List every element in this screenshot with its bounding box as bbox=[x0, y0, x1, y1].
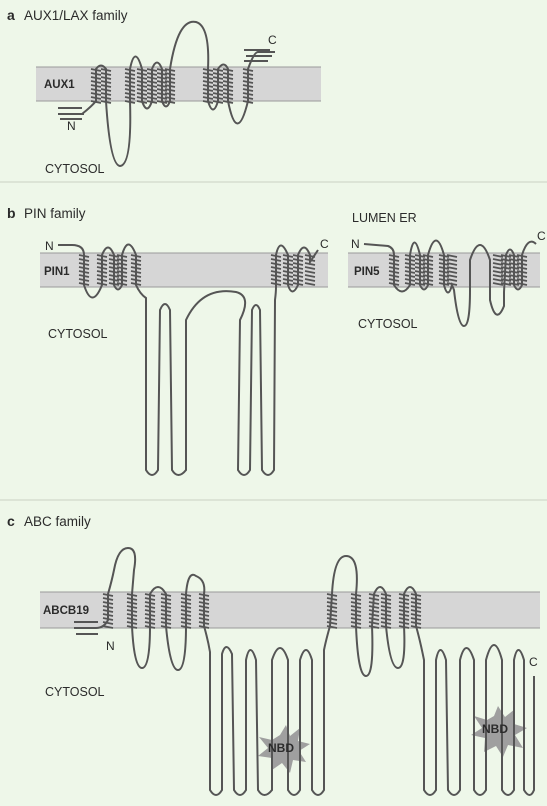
pin5-protein-label: PIN5 bbox=[354, 266, 380, 278]
abcb19-membrane bbox=[40, 592, 540, 628]
abcb19-tm-helix-3 bbox=[145, 594, 155, 628]
abcb19-c-terminus-label: C bbox=[529, 655, 538, 669]
abcb19-membrane-band bbox=[40, 592, 540, 628]
aux1-tm-helix-8 bbox=[203, 69, 213, 103]
aux1-tm-helix-4 bbox=[137, 69, 147, 103]
abcb19-tm-helix-12 bbox=[411, 594, 421, 628]
panel-a-letter: a bbox=[7, 7, 15, 23]
panel-a-title: AUX1/LAX family bbox=[24, 8, 128, 23]
abcb19-backbone bbox=[96, 548, 534, 795]
aux1-tm-helix-5 bbox=[147, 69, 157, 103]
aux1-tm-helix-2 bbox=[101, 69, 111, 103]
aux1-tm-helix-3 bbox=[125, 69, 135, 103]
panel-c-letter: c bbox=[7, 513, 15, 529]
abcb19-cytosol-label: CYTOSOL bbox=[45, 685, 105, 699]
panel-a: a AUX1/LAX family AUX1 N C CYTOSOL bbox=[7, 7, 321, 176]
abcb19-tm-helix-1 bbox=[103, 594, 113, 628]
nbd-label-2: NBD bbox=[482, 722, 508, 736]
aux1-tm-helix-9 bbox=[213, 69, 223, 103]
pin5-lumen-label: LUMEN ER bbox=[352, 211, 417, 225]
abcb19-tm-helix-8 bbox=[351, 594, 361, 628]
abcb19-tm-helix-7 bbox=[327, 594, 337, 628]
panel-c-title: ABC family bbox=[24, 514, 91, 529]
panel-b-title: PIN family bbox=[24, 206, 86, 221]
abcb19-tm-helix-2 bbox=[127, 594, 137, 628]
aux1-tm-helix-10 bbox=[223, 69, 233, 103]
aux1-membrane bbox=[36, 67, 321, 101]
aux1-n-terminus-label: N bbox=[67, 119, 76, 133]
panel-c: c ABC family ABCB19 N C CYTOSOL NBD NBD bbox=[7, 513, 540, 795]
abcb19-tm-helix-6 bbox=[199, 594, 209, 628]
abcb19-tm-helix-9 bbox=[369, 594, 379, 628]
aux1-tm-helix-7 bbox=[165, 69, 175, 103]
panel-b-letter: b bbox=[7, 205, 16, 221]
pin1-cytosol-label: CYTOSOL bbox=[48, 327, 108, 341]
aux1-membrane-band bbox=[36, 67, 321, 101]
pin1-n-terminus-label: N bbox=[45, 239, 54, 253]
aux1-c-terminus-label: C bbox=[268, 33, 277, 47]
aux1-cytosol-label: CYTOSOL bbox=[45, 162, 105, 176]
aux1-n-terminal-helix bbox=[58, 108, 84, 119]
abcb19-tm-helix-10 bbox=[381, 594, 391, 628]
abcb19-n-terminus-label: N bbox=[106, 639, 115, 653]
aux1-tm-helix-1 bbox=[91, 69, 101, 103]
aux1-tm-helix-11 bbox=[243, 69, 253, 103]
abcb19-topology bbox=[74, 548, 534, 795]
abcb19-protein-label: ABCB19 bbox=[43, 605, 89, 617]
pin1-c-terminus-label: C bbox=[320, 237, 329, 251]
pin5-cytosol-label: CYTOSOL bbox=[358, 317, 418, 331]
pin1-protein-label: PIN1 bbox=[44, 266, 70, 278]
panel-b: b PIN family PIN1 N C CYTOSOL LUMEN ER P… bbox=[7, 205, 546, 475]
abcb19-tm-helix-4 bbox=[161, 594, 171, 628]
pin5-n-terminus-label: N bbox=[351, 237, 360, 251]
pin5-c-terminus-label: C bbox=[537, 229, 546, 243]
abcb19-tm-helix-5 bbox=[181, 594, 191, 628]
aux1-protein-label: AUX1 bbox=[44, 79, 75, 91]
nbd-label-1: NBD bbox=[268, 741, 294, 755]
abcb19-tm-helix-11 bbox=[399, 594, 409, 628]
